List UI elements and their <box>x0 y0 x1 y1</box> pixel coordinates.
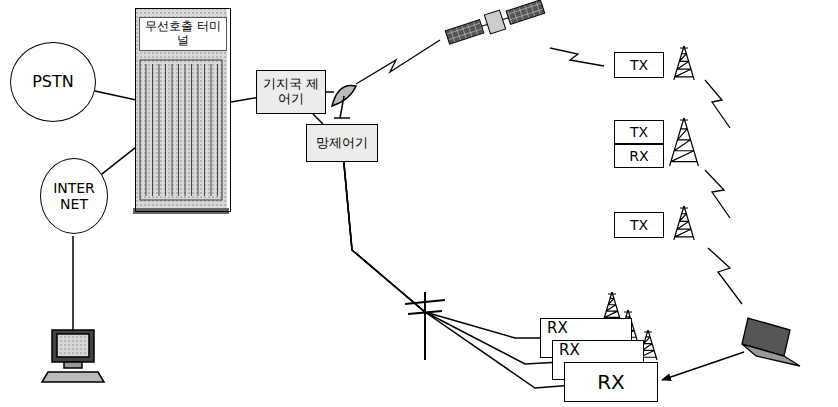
connector <box>344 162 552 364</box>
node-label: TX <box>630 217 648 233</box>
node-label: TX <box>630 57 648 73</box>
antenna-tower <box>604 292 621 320</box>
rack-slot <box>172 64 173 196</box>
utility-pole <box>405 292 445 360</box>
antenna-tower <box>674 206 694 240</box>
laptop <box>742 318 800 366</box>
terminal-rack-box: 무선호출 터미널 <box>135 8 231 212</box>
node-label: RX <box>597 371 625 394</box>
network-circle: PSTN <box>10 42 96 122</box>
rack-slot <box>146 64 147 196</box>
equipment-box: TX <box>614 212 664 238</box>
node-label: 망제어기 <box>316 136 368 151</box>
node-label: INTER NET <box>47 180 101 212</box>
node-label: RX <box>559 342 580 359</box>
terminal-rack <box>133 8 229 214</box>
equipment-box: TX <box>614 120 664 144</box>
equipment-box: RX <box>614 144 664 168</box>
rack-slot <box>185 64 186 196</box>
network-circle: INTER NET <box>40 158 108 234</box>
node-label: PSTN <box>32 73 74 91</box>
rack-slot <box>191 64 192 196</box>
antenna-tower <box>604 46 699 360</box>
rack-slot <box>165 64 166 196</box>
radio-link <box>356 40 742 304</box>
equipment-box: TX <box>614 52 664 78</box>
connector <box>344 162 540 338</box>
connector <box>95 91 135 100</box>
rack-slot <box>217 64 218 196</box>
antenna-tower <box>670 118 699 166</box>
rack-slot <box>159 64 160 196</box>
node-label: RX <box>629 148 648 164</box>
rack-slot <box>211 64 212 196</box>
connector <box>344 162 564 388</box>
satellite-dish <box>326 85 356 118</box>
rack-slot <box>198 64 199 196</box>
satellite <box>444 0 545 47</box>
connector <box>313 114 323 124</box>
connector <box>102 148 135 174</box>
rack-slot <box>204 64 205 196</box>
equipment-box: RX <box>564 362 658 402</box>
node-label: TX <box>630 124 648 140</box>
arrow <box>662 352 744 380</box>
equipment-box: 망제어기 <box>306 124 378 162</box>
node-label: 무선호출 터미널 <box>139 17 227 51</box>
rack-slot <box>152 64 153 196</box>
node-label: 기지국 제어기 <box>262 77 320 107</box>
equipment-box: 기지국 제어기 <box>256 70 326 114</box>
antenna-tower <box>674 46 694 80</box>
rack-slot <box>178 64 179 196</box>
computer-icon <box>42 236 104 382</box>
connector <box>231 98 256 102</box>
node-label: RX <box>547 320 568 337</box>
